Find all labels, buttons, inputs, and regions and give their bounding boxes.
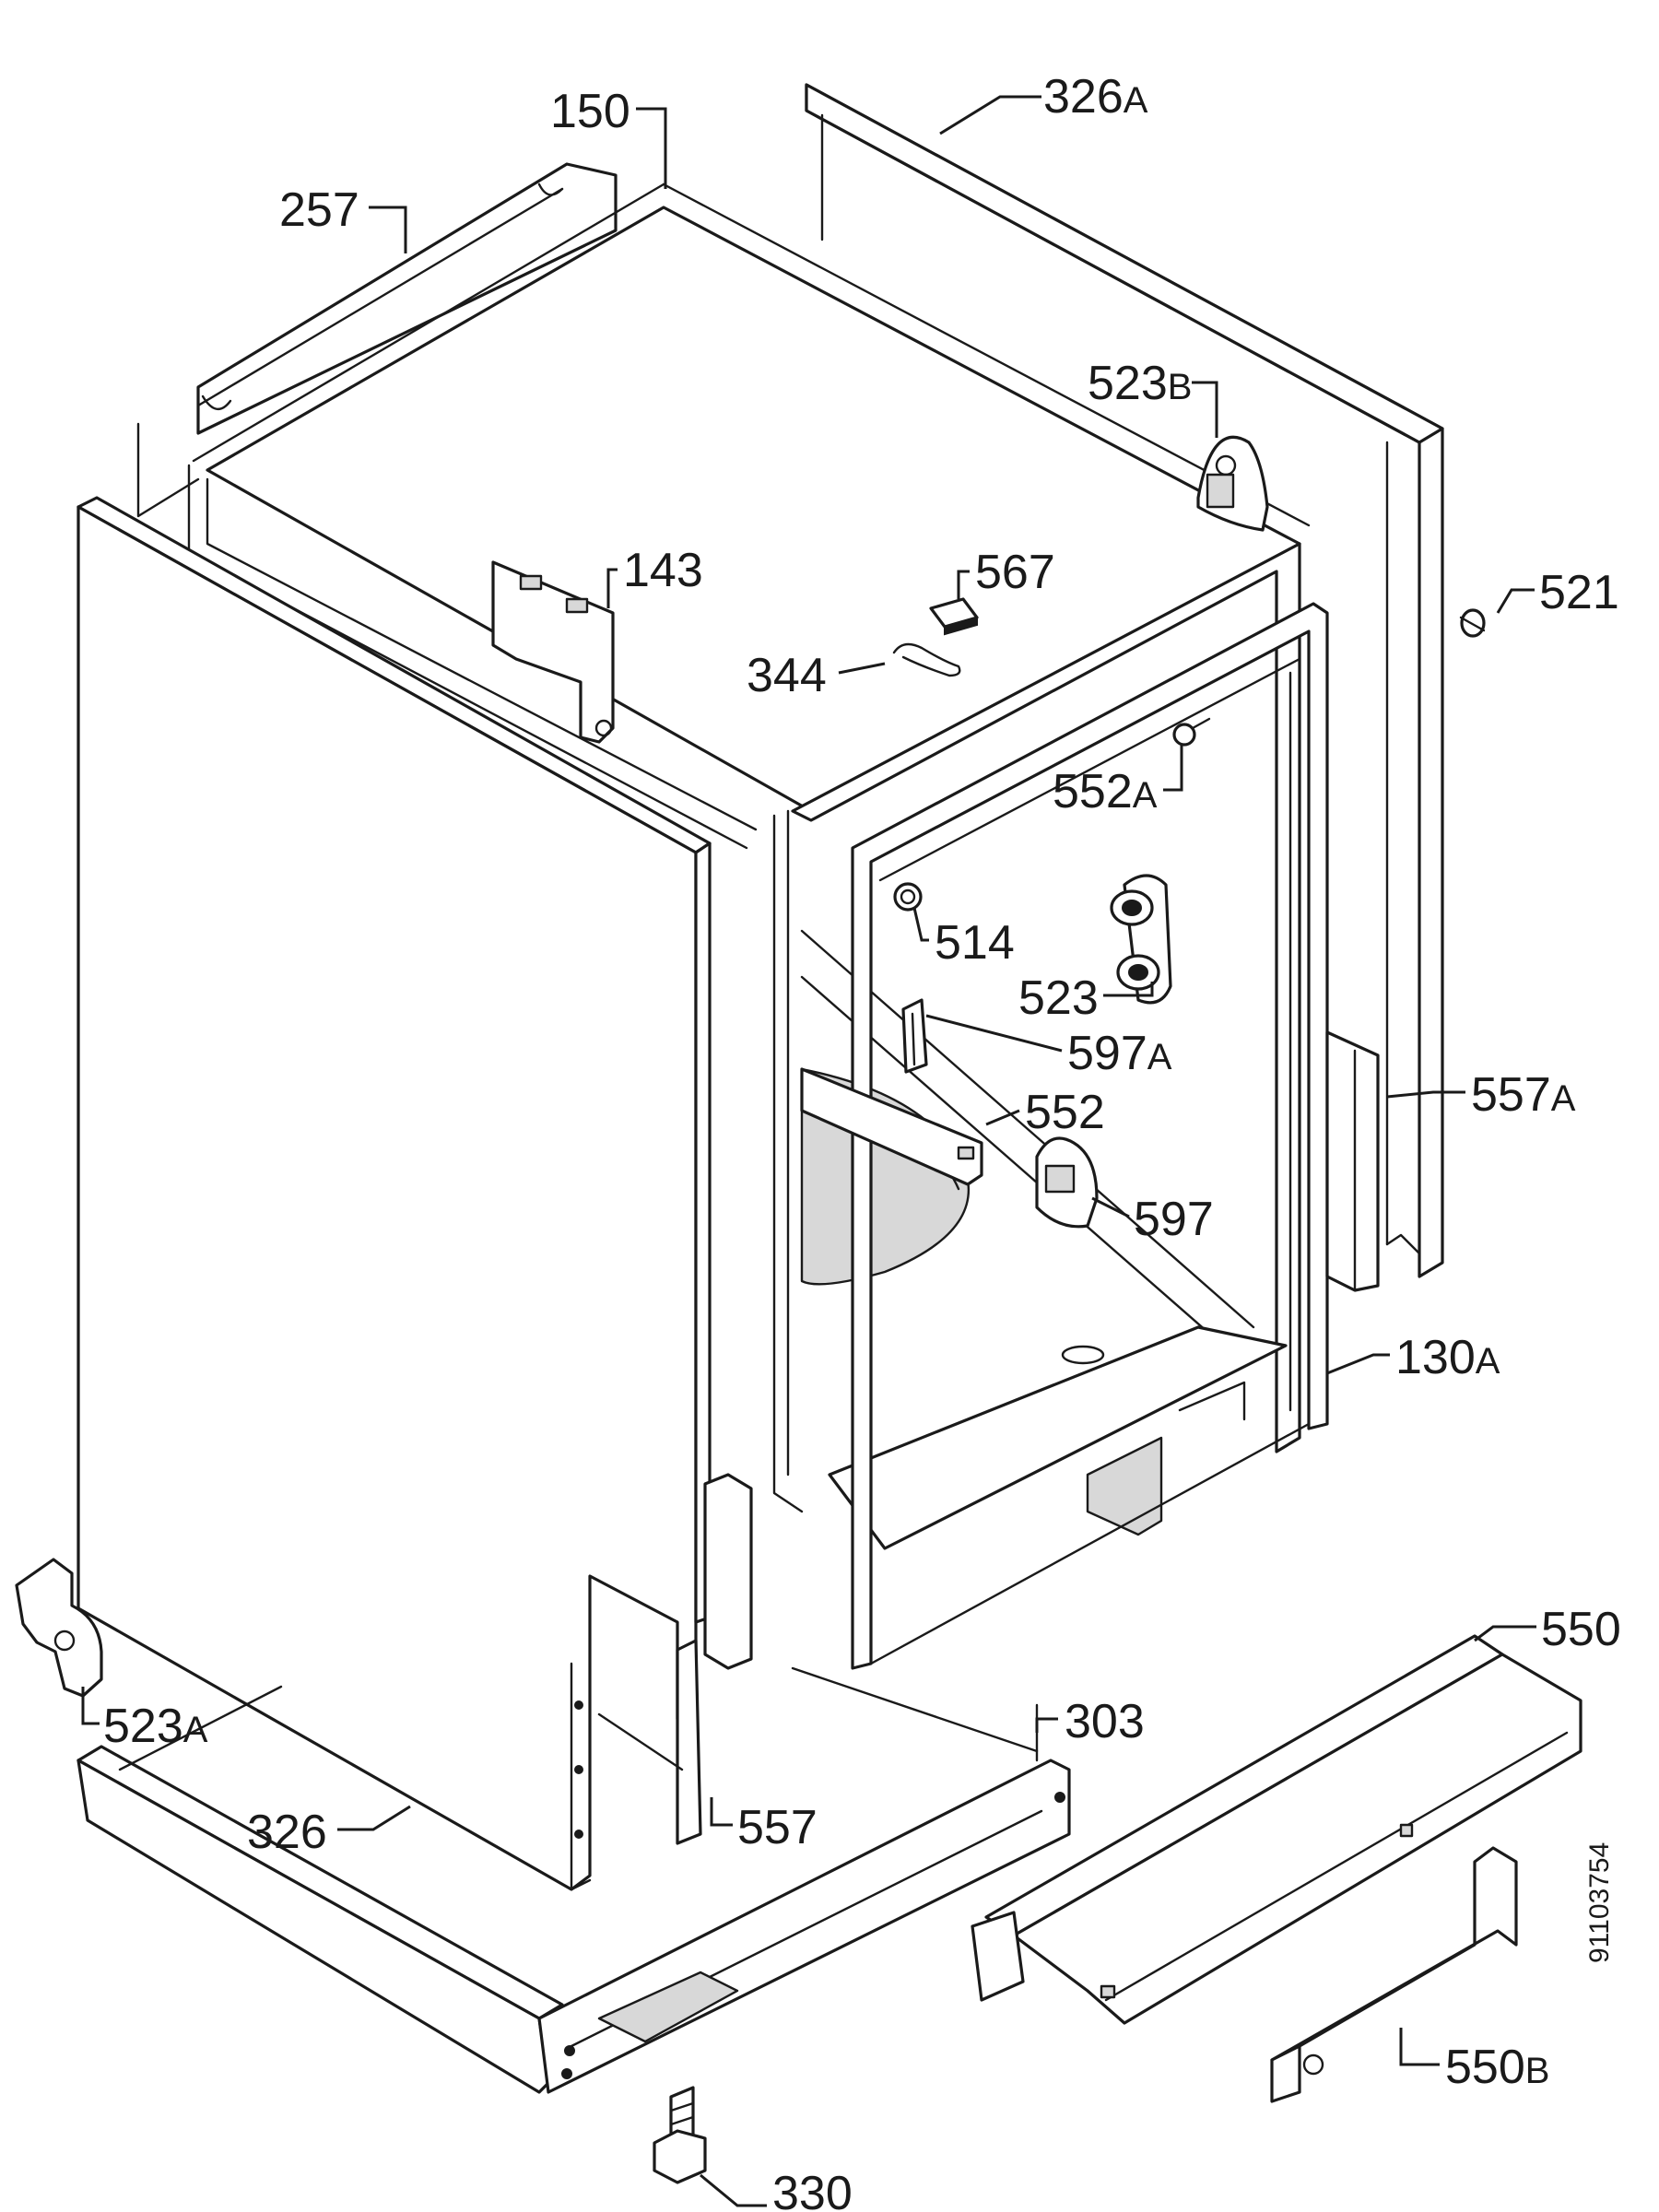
label-523: 523 — [1018, 971, 1099, 1025]
part-557-insulation — [597, 1473, 753, 1845]
part-597a-clip — [901, 998, 928, 1074]
leader-557a — [1386, 1090, 1465, 1099]
part-523-rollers — [1110, 874, 1172, 1005]
label-567: 567 — [975, 546, 1055, 599]
label-557: 557 — [737, 1801, 818, 1854]
leader-597 — [1091, 1196, 1130, 1218]
part-597-catch — [1035, 1136, 1099, 1229]
part-326-side-panel — [76, 496, 712, 1891]
label-257: 257 — [279, 183, 359, 237]
leader-326a — [939, 95, 1041, 135]
leader-523a — [81, 1687, 100, 1725]
leader-523b — [1192, 381, 1218, 438]
label-303: 303 — [1065, 1695, 1145, 1748]
part-257-top-strip — [196, 162, 618, 435]
leader-550 — [1474, 1625, 1536, 1642]
leader-523 — [1103, 982, 1154, 997]
leader-514 — [912, 907, 929, 942]
label-523a: 523A — [103, 1700, 208, 1753]
leader-326 — [337, 1805, 411, 1831]
part-303-base-frame — [76, 1666, 1071, 2094]
leader-552 — [985, 1109, 1020, 1126]
label-557a: 557A — [1471, 1068, 1576, 1122]
part-523b-hinge — [1196, 435, 1269, 532]
leader-330 — [700, 2173, 767, 2207]
drawing-number: 91103754 — [1584, 1842, 1615, 1963]
leader-550b — [1399, 2028, 1440, 2066]
leader-257 — [369, 206, 407, 253]
label-597: 597 — [1134, 1193, 1214, 1246]
part-552a-screw — [1172, 717, 1211, 747]
label-552a: 552A — [1053, 765, 1158, 818]
label-597a: 597A — [1067, 1027, 1172, 1080]
part-550b-bracket — [1270, 1846, 1518, 2103]
leader-303 — [1035, 1717, 1058, 1733]
part-326a-back-panel — [805, 83, 1444, 1278]
part-567-clip — [929, 597, 979, 636]
part-344-wire-clip — [892, 642, 961, 677]
leader-150 — [636, 107, 667, 189]
part-550-plinth — [971, 1634, 1583, 2025]
leader-557 — [710, 1797, 733, 1827]
leader-lines — [81, 95, 1536, 2207]
callout-labels: 150 326A 257 523B 143 567 521 344 552A 5… — [103, 70, 1621, 2212]
part-521-screw — [1459, 608, 1486, 638]
part-130a-door-seal — [851, 602, 1329, 1670]
label-326: 326 — [247, 1806, 327, 1859]
part-552-rail — [800, 1067, 983, 1186]
leader-521 — [1496, 588, 1535, 614]
label-521: 521 — [1539, 566, 1619, 619]
part-514-plug — [893, 882, 923, 912]
label-550b: 550B — [1445, 2041, 1549, 2094]
label-330: 330 — [772, 2167, 853, 2212]
part-143-bracket — [491, 560, 615, 744]
label-523b: 523B — [1088, 357, 1192, 410]
label-143: 143 — [623, 544, 703, 597]
leader-130a — [1326, 1353, 1390, 1375]
leader-344 — [838, 662, 886, 675]
label-552: 552 — [1025, 1086, 1105, 1139]
label-130a: 130A — [1395, 1331, 1500, 1384]
part-523a-hinge — [15, 1558, 103, 1698]
label-344: 344 — [747, 649, 827, 702]
part-330-foot — [653, 2086, 707, 2184]
label-514: 514 — [935, 916, 1015, 970]
label-150: 150 — [550, 85, 630, 138]
leader-567 — [957, 570, 970, 599]
label-550: 550 — [1541, 1603, 1621, 1656]
leader-552a — [1163, 745, 1183, 792]
part-557a-insulation — [1325, 1030, 1380, 1292]
leader-597a — [925, 1014, 1063, 1053]
part-150-cabinet — [136, 182, 1311, 1550]
label-326a: 326A — [1043, 70, 1148, 124]
leader-143 — [606, 568, 618, 608]
